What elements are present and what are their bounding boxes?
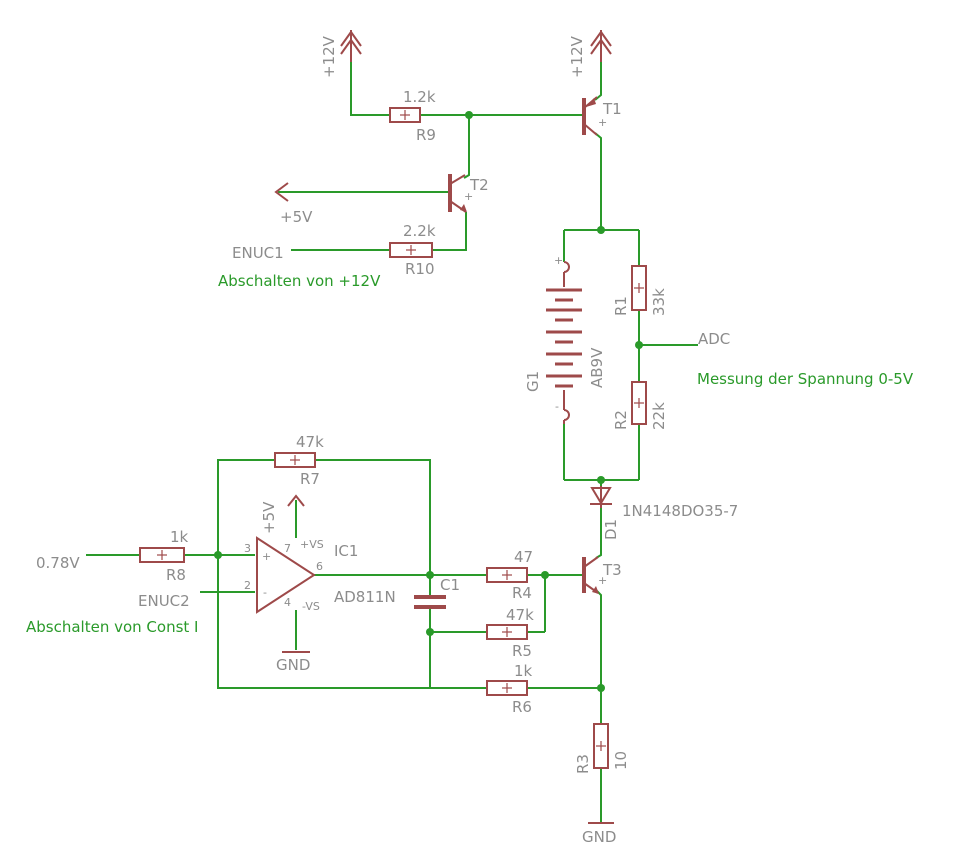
r9-value: 1.2k xyxy=(403,88,436,106)
capacitor-c1-name: C1 xyxy=(440,576,460,594)
r5-value: 47k xyxy=(506,606,534,624)
t3-name: T3 xyxy=(602,561,622,579)
opamp-in-plus: + xyxy=(262,550,271,563)
opamp-pin4: 4 xyxy=(284,596,291,609)
r4-name: R4 xyxy=(512,584,532,602)
supply-5v-t2-label: +5V xyxy=(280,208,313,226)
opamp-pin6: 6 xyxy=(316,560,323,573)
ground-opamp-label: GND xyxy=(276,656,310,674)
r1-name: R1 xyxy=(612,296,630,316)
supply-5v-opamp-icon xyxy=(287,494,305,507)
transistor-t3 xyxy=(582,556,599,594)
diode-d1-name: D1 xyxy=(602,519,620,540)
resistor-r7 xyxy=(274,452,316,468)
opamp-ic1-icon xyxy=(256,536,316,614)
transistor-t2 xyxy=(448,174,467,213)
net-adc-label: ADC xyxy=(698,330,730,348)
resistor-r5 xyxy=(486,624,528,640)
supply-12v-left-label: +12V xyxy=(320,35,338,78)
battery-minus-mark: - xyxy=(555,400,559,413)
r5-name: R5 xyxy=(512,642,532,660)
opamp-pin7: 7 xyxy=(284,542,291,555)
note-abschalten-const-i: Abschalten von Const I xyxy=(26,618,198,636)
resistor-r8 xyxy=(139,547,185,563)
r3-value: 10 xyxy=(612,751,630,770)
r4-value: 47 xyxy=(514,548,533,566)
r1-value: 33k xyxy=(650,288,668,316)
resistor-r1 xyxy=(631,265,647,311)
resistor-r3 xyxy=(593,723,609,769)
resistor-r9 xyxy=(389,107,421,123)
note-messung-spannung: Messung der Spannung 0-5V xyxy=(697,370,914,388)
junction-dots xyxy=(214,111,643,692)
note-abschalten-12v: Abschalten von +12V xyxy=(218,272,381,290)
t1-plus-mark: + xyxy=(598,116,607,129)
battery-g1-icon xyxy=(546,261,582,424)
r2-name: R2 xyxy=(612,410,630,430)
resistor-r6 xyxy=(486,680,528,696)
net-enuc2-label: ENUC2 xyxy=(138,592,190,610)
r6-name: R6 xyxy=(512,698,532,716)
r6-value: 1k xyxy=(514,662,533,680)
opamp-vs-pos: +VS xyxy=(300,538,324,551)
t3-plus-mark: + xyxy=(598,574,607,587)
battery-plus-mark: + xyxy=(554,254,563,267)
r3-name: R3 xyxy=(574,754,592,774)
opamp-pin3: 3 xyxy=(244,542,251,555)
r7-value: 47k xyxy=(296,433,324,451)
net-078v-label: 0.78V xyxy=(36,554,80,572)
supply-12v-left-icon xyxy=(340,30,362,62)
r8-name: R8 xyxy=(166,566,186,584)
resistor-r10 xyxy=(389,242,433,258)
resistor-r2 xyxy=(631,381,647,425)
diode-d1-value: 1N4148DO35-7 xyxy=(622,502,738,520)
supply-5v-arrow-icon xyxy=(274,182,289,202)
r10-value: 2.2k xyxy=(403,222,436,240)
supply-12v-right-label: +12V xyxy=(568,35,586,78)
opamp-ic1-name: IC1 xyxy=(334,542,358,560)
r10-name: R10 xyxy=(405,260,435,278)
r9-name: R9 xyxy=(416,126,436,144)
opamp-ic1-value: AD811N xyxy=(334,588,396,606)
resistor-r4 xyxy=(486,567,528,583)
t1-name: T1 xyxy=(602,100,622,118)
t2-plus-mark: + xyxy=(464,190,473,203)
ground-bottom-label: GND xyxy=(582,828,616,846)
supply-12v-right-icon xyxy=(590,30,612,62)
battery-g1-name: G1 xyxy=(524,371,542,392)
r8-value: 1k xyxy=(170,528,189,546)
battery-g1-value: AB9V xyxy=(588,347,606,388)
capacitor-c1-icon xyxy=(414,595,446,609)
transistor-t1 xyxy=(582,96,598,136)
net-enuc1-label: ENUC1 xyxy=(232,244,284,262)
r2-value: 22k xyxy=(650,402,668,430)
t2-name: T2 xyxy=(469,176,489,194)
opamp-vs-neg: -VS xyxy=(302,600,320,613)
supply-5v-opamp-label: +5V xyxy=(260,501,278,534)
r7-name: R7 xyxy=(300,470,320,488)
opamp-pin2: 2 xyxy=(244,579,251,592)
diode-d1-icon xyxy=(590,486,612,508)
wires xyxy=(86,62,698,822)
opamp-in-minus: - xyxy=(263,586,267,599)
